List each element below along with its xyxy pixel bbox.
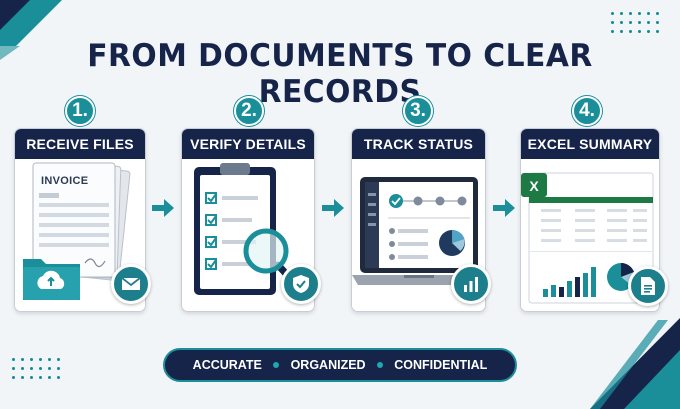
page-title: FROM DOCUMENTS TO CLEAR RECORDS: [87, 38, 593, 110]
step-number-2: 2.: [234, 96, 264, 126]
corner-decoration-bottom-right: [590, 318, 680, 409]
flow-arrow-icon: [493, 199, 515, 217]
tag-confidential: CONFIDENTIAL: [394, 358, 488, 372]
qualities-banner: ACCURATE ORGANIZED CONFIDENTIAL: [163, 348, 517, 382]
flow-arrow-icon: [322, 199, 344, 217]
envelope-icon: [111, 264, 151, 304]
step-card-track-status: TRACK STATUS: [351, 128, 486, 312]
excel-logo-icon: X: [529, 178, 539, 194]
step-number-4: 4.: [572, 96, 602, 126]
step-label: TRACK STATUS: [352, 129, 485, 159]
invoice-heading: INVOICE: [41, 175, 89, 187]
receive-files-illustration: INVOICE: [15, 159, 145, 311]
step-number-3: 3.: [403, 96, 433, 126]
step-label: VERIFY DETAILS: [182, 129, 314, 159]
excel-summary-illustration: X: [521, 159, 659, 311]
step-number-1: 1.: [65, 96, 95, 126]
tag-organized: ORGANIZED: [290, 358, 366, 372]
document-icon: [628, 266, 668, 306]
dot-grid-bottom-left: [12, 358, 60, 379]
tag-accurate: ACCURATE: [192, 358, 262, 372]
separator-dot: [273, 362, 280, 368]
flow-arrow-icon: [152, 199, 174, 217]
step-label: EXCEL SUMMARY: [521, 129, 659, 159]
corner-decoration-top-left: [0, 0, 62, 60]
laptop-dashboard-icon: [352, 177, 485, 285]
shield-check-icon: [281, 264, 321, 304]
separator-dot: [376, 362, 383, 368]
dot-grid-top-right: [611, 12, 659, 33]
track-status-illustration: [352, 159, 485, 311]
invoice-stack-icon: [32, 162, 131, 282]
cloud-folder-icon: [23, 259, 80, 300]
bar-chart-icon: [451, 264, 491, 304]
step-label: RECEIVE FILES: [15, 129, 145, 159]
